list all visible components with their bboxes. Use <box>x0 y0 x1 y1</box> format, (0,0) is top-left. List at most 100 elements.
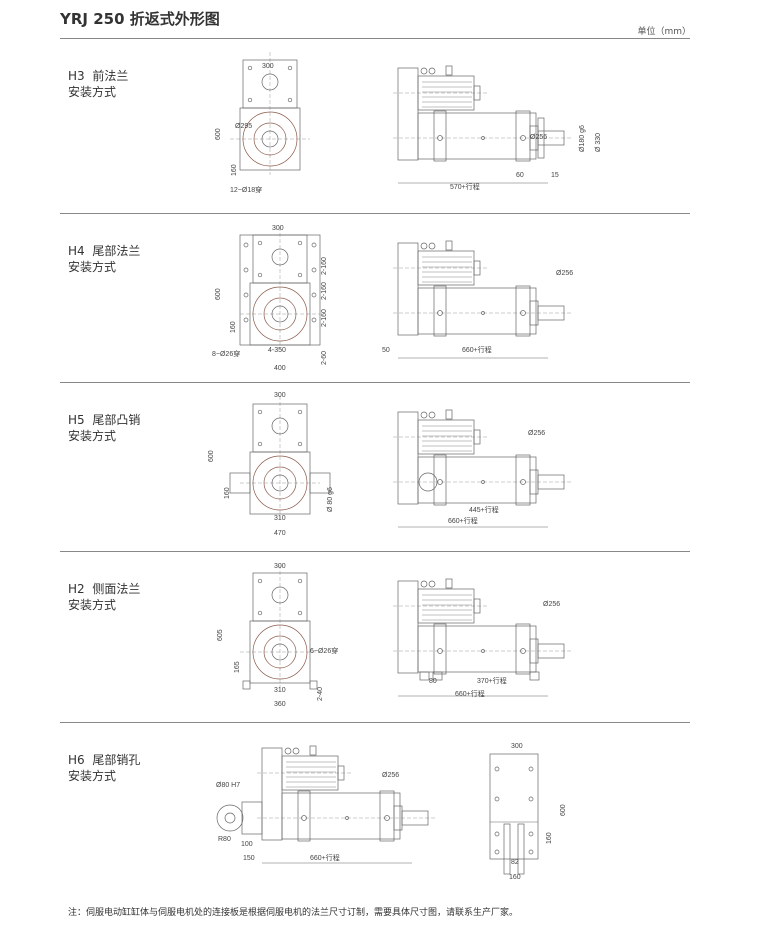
mount-code: H2 <box>68 582 85 596</box>
connector <box>420 67 428 75</box>
mount-name: 尾部法兰 <box>92 244 141 258</box>
mount-name: 前法兰 <box>92 69 129 83</box>
drawing-h4: 300 600 160 2-160 2-160 2-160 2-60 8−Ø26… <box>212 225 573 372</box>
dim-label: 470 <box>274 530 286 537</box>
drawing-h6: Ø80 H7 R80 100 150 660+行程 Ø256 300 600 1… <box>216 743 567 881</box>
cylinder-band <box>515 110 531 162</box>
dim-label: 160 <box>509 874 521 881</box>
dim-label: 300 <box>274 563 286 570</box>
mount-code: H6 <box>68 753 85 767</box>
bolt <box>437 310 443 316</box>
divider <box>60 382 690 383</box>
dim-label: 2-60 <box>321 351 328 365</box>
bolt <box>481 480 485 484</box>
flange-ring <box>263 466 297 500</box>
dim-label: 160 <box>224 487 231 499</box>
bore <box>271 474 289 492</box>
dim-label: 4-350 <box>268 347 286 354</box>
bolt <box>297 240 303 246</box>
page-title: YRJ 250 折返式外形图 <box>60 10 220 28</box>
bolt <box>243 267 249 273</box>
dim-label: 600 <box>215 128 222 140</box>
mount-name: 尾部凸销 <box>92 413 141 427</box>
cylinder-body <box>417 287 537 335</box>
dim-label: 570+行程 <box>450 182 480 191</box>
bolt <box>287 97 293 103</box>
bolt <box>437 135 443 141</box>
end-plate <box>261 747 283 841</box>
mount-name: 尾部销孔 <box>92 753 141 767</box>
clevis-eye <box>216 804 244 832</box>
bolt <box>301 815 307 821</box>
section-h2: H2 侧面法兰安装方式 300 605 165 6−Ø26穿 310 360 2… <box>0 553 763 723</box>
bolt <box>528 831 534 837</box>
cylinder-band <box>433 285 447 337</box>
dim-label: 6−Ø26穿 <box>310 646 338 655</box>
dim-label: Ø256 <box>543 601 560 608</box>
flange <box>252 624 308 680</box>
gearbox <box>252 403 308 453</box>
bolt <box>437 648 443 654</box>
dim-label: 600 <box>208 450 215 462</box>
cylinder-band <box>297 790 311 842</box>
mount-code: H3 <box>68 69 85 83</box>
drawing-h5: 300 600 160 Ø 80 g6 310 470 Ø256 445+行程 … <box>208 392 573 537</box>
connector <box>428 67 436 75</box>
rear-plate <box>489 753 539 860</box>
connector <box>420 580 428 588</box>
bolt <box>247 97 253 103</box>
cylinder-band <box>433 454 447 506</box>
dim-label: 300 <box>274 392 286 399</box>
foot <box>242 680 251 690</box>
drawing-h3: 300 600 Ø295 160 12−Ø18穿 Ø256 Ø180 g6 Ø … <box>215 52 602 194</box>
bolt <box>520 648 526 654</box>
footnote: 注：伺服电动缸缸体与伺服电机处的连接板是根据伺服电机的法兰尺寸订制，需要具体尺寸… <box>68 908 519 918</box>
dim-label: 300 <box>262 63 274 70</box>
cylinder-band <box>515 285 531 337</box>
end-plate <box>397 242 419 336</box>
dim-label: 370+行程 <box>477 676 507 685</box>
dim-label: 2-160 <box>321 257 328 275</box>
bolt <box>243 317 249 323</box>
dim-label: Ø 80 g6 <box>327 487 334 512</box>
dim-label: 160 <box>231 164 238 176</box>
dim-label: 2-160 <box>321 309 328 327</box>
mount-code: H4 <box>68 244 85 258</box>
connector <box>420 411 428 419</box>
cylinder-body <box>417 112 537 160</box>
dim-label: 445+行程 <box>469 505 499 514</box>
bolt <box>257 240 263 246</box>
bolt <box>297 578 303 584</box>
flange <box>252 286 308 342</box>
bolt <box>528 796 534 802</box>
bolt <box>481 649 485 653</box>
bolt <box>520 135 526 141</box>
cylinder-body <box>417 625 537 673</box>
connector <box>445 65 453 76</box>
connector <box>445 578 453 589</box>
dim-label: 360 <box>274 701 286 708</box>
bolt <box>297 441 303 447</box>
dim-label: 2-40 <box>317 687 324 701</box>
bolt <box>311 292 317 298</box>
bolt <box>243 242 249 248</box>
connector <box>445 409 453 420</box>
shaft-hole <box>271 248 289 266</box>
cylinder-band <box>433 110 447 162</box>
connector <box>420 242 428 250</box>
dim-label: Ø256 <box>530 134 547 141</box>
bolt <box>257 578 263 584</box>
connector <box>445 240 453 251</box>
dim-label: 160 <box>230 321 237 333</box>
flange-ring <box>263 297 297 331</box>
dim-label: 8−Ø26穿 <box>212 349 240 358</box>
mount-subtitle: 安装方式 <box>68 429 117 443</box>
bolt <box>494 796 500 802</box>
cylinder-body <box>281 792 401 840</box>
bolt <box>520 310 526 316</box>
dim-label: 60 <box>516 172 524 179</box>
shaft-hole <box>261 73 279 91</box>
unit-label: 单位（mm） <box>637 27 691 37</box>
flange <box>242 111 298 167</box>
bolt <box>257 409 263 415</box>
